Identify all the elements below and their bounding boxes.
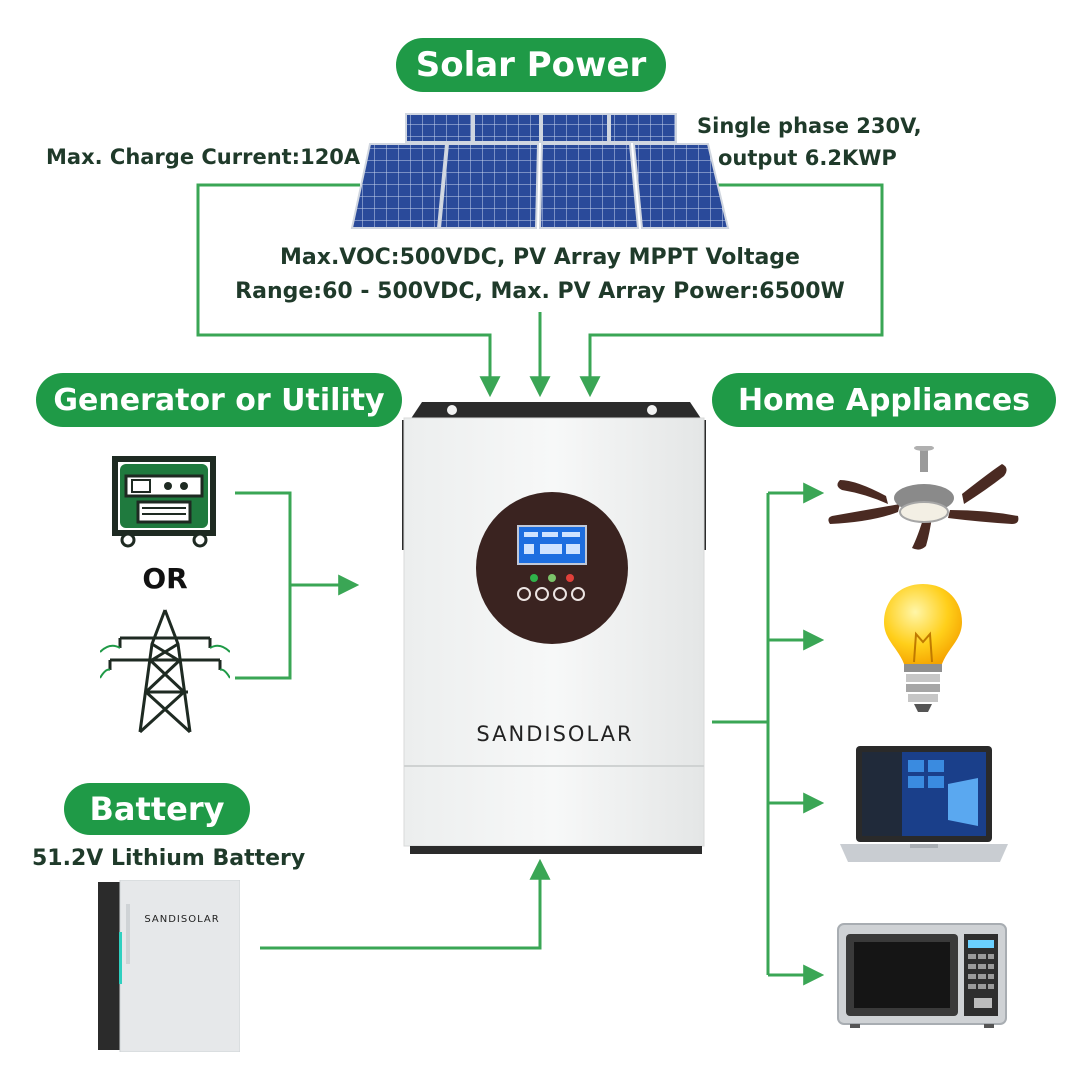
wire-solar-left xyxy=(196,183,501,398)
inverter-body xyxy=(402,402,706,854)
light-bulb-icon xyxy=(884,584,962,712)
single-phase-text-line2: output 6.2KWP xyxy=(718,146,897,170)
or-text: OR xyxy=(142,562,188,595)
inverter-brand-logo: SANDISOLAR xyxy=(476,722,634,746)
battery-brand-logo: SANDISOLAR xyxy=(144,914,220,925)
single-phase-text-line1: Single phase 230V, xyxy=(697,114,922,138)
battery-label: Battery xyxy=(64,783,250,835)
inverter-icon: SANDISOLAR xyxy=(400,398,710,854)
power-tower-icon xyxy=(100,609,230,734)
laptop-icon xyxy=(840,746,1008,862)
pv-spec-text-line2: Range:60 - 500VDC, Max. PV Array Power:6… xyxy=(235,279,845,304)
home-appliances-label: Home Appliances xyxy=(712,373,1056,427)
generator-icon xyxy=(112,456,216,548)
microwave-icon xyxy=(837,923,1007,1028)
generator-or-utility-label: Generator or Utility xyxy=(36,373,402,427)
solar-power-label: Solar Power xyxy=(396,38,666,92)
battery-body xyxy=(98,880,240,1052)
wire-generator xyxy=(235,491,292,680)
wire-battery xyxy=(260,858,551,950)
solar-panel-icon xyxy=(350,113,730,229)
wire-solar-right xyxy=(579,183,884,398)
battery-icon: SANDISOLAR xyxy=(98,880,240,1052)
battery-spec-text: 51.2V Lithium Battery xyxy=(32,846,306,871)
pv-spec-text-line1: Max.VOC:500VDC, PV Array MPPT Voltage xyxy=(280,245,800,270)
max-charge-current-text: Max. Charge Current:120A xyxy=(46,145,361,169)
ceiling-fan-icon xyxy=(828,446,1019,550)
